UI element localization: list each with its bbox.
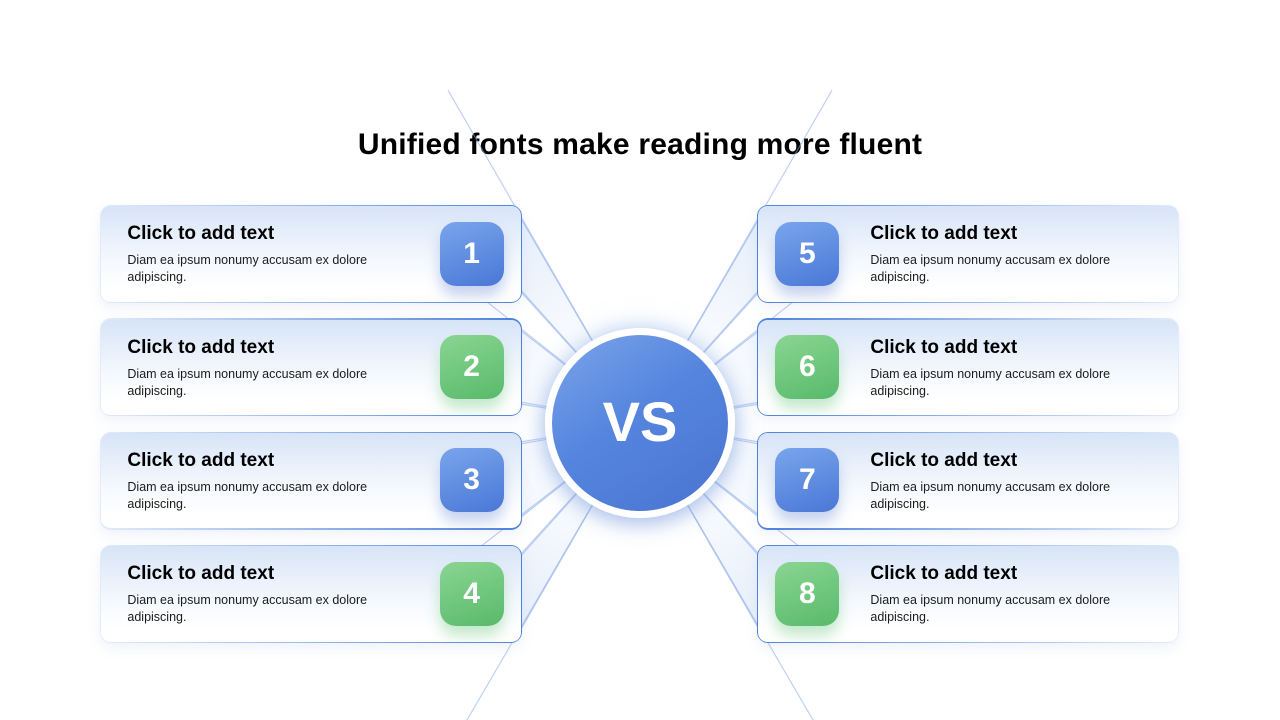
card-heading-placeholder[interactable]: Click to add text xyxy=(870,223,1018,245)
card-body-placeholder[interactable]: Diam ea ipsum nonumy accusam ex dolore a… xyxy=(127,479,368,511)
card-heading-placeholder[interactable]: Click to add text xyxy=(127,223,275,245)
card-5[interactable]: Click to add text Diam ea ipsum nonumy a… xyxy=(757,205,1179,303)
card-body-placeholder[interactable]: Diam ea ipsum nonumy accusam ex dolore a… xyxy=(127,593,368,625)
card-8[interactable]: Click to add text Diam ea ipsum nonumy a… xyxy=(757,544,1179,643)
number-badge: 7 xyxy=(775,448,840,513)
card-body-placeholder[interactable]: Diam ea ipsum nonumy accusam ex dolore a… xyxy=(870,479,1111,511)
slide-title: Unified fonts make reading more fluent xyxy=(357,128,923,161)
card-body-placeholder[interactable]: Diam ea ipsum nonumy accusam ex dolore a… xyxy=(127,366,368,398)
card-3-surface: Click to add text Diam ea ipsum nonumy a… xyxy=(101,432,521,529)
card-body-placeholder[interactable]: Diam ea ipsum nonumy accusam ex dolore a… xyxy=(870,253,1111,285)
badge-number: 5 xyxy=(799,236,816,270)
number-badge: 3 xyxy=(439,448,504,513)
card-6[interactable]: Click to add text Diam ea ipsum nonumy a… xyxy=(757,318,1179,417)
number-badge: 6 xyxy=(775,335,840,400)
card-heading-placeholder[interactable]: Click to add text xyxy=(870,563,1018,585)
badge-number: 1 xyxy=(463,236,480,270)
number-badge: 8 xyxy=(775,561,840,626)
card-heading-placeholder[interactable]: Click to add text xyxy=(127,449,275,471)
number-badge: 5 xyxy=(775,221,840,286)
badge-number: 6 xyxy=(799,350,816,384)
badge-number: 4 xyxy=(463,576,480,610)
card-6-surface: Click to add text Diam ea ipsum nonumy a… xyxy=(758,319,1178,415)
card-5-surface: Click to add text Diam ea ipsum nonumy a… xyxy=(758,206,1178,302)
card-body-placeholder[interactable]: Diam ea ipsum nonumy accusam ex dolore a… xyxy=(870,366,1111,398)
vs-circle: VS xyxy=(545,328,735,518)
left-card-column: Click to add text Diam ea ipsum nonumy a… xyxy=(100,205,522,643)
card-3[interactable]: Click to add text Diam ea ipsum nonumy a… xyxy=(100,431,522,530)
card-4-surface: Click to add text Diam ea ipsum nonumy a… xyxy=(101,546,521,642)
card-2-surface: Click to add text Diam ea ipsum nonumy a… xyxy=(101,319,521,415)
vs-label: VS xyxy=(602,389,678,453)
card-heading-placeholder[interactable]: Click to add text xyxy=(870,336,1018,358)
number-badge: 1 xyxy=(439,221,504,286)
badge-number: 8 xyxy=(799,576,816,610)
card-heading-placeholder[interactable]: Click to add text xyxy=(870,449,1018,471)
card-body-placeholder[interactable]: Diam ea ipsum nonumy accusam ex dolore a… xyxy=(127,253,368,285)
card-4[interactable]: Click to add text Diam ea ipsum nonumy a… xyxy=(100,544,522,643)
card-2[interactable]: Click to add text Diam ea ipsum nonumy a… xyxy=(100,318,522,417)
badge-number: 7 xyxy=(799,463,816,497)
card-body-placeholder[interactable]: Diam ea ipsum nonumy accusam ex dolore a… xyxy=(870,593,1111,625)
card-1-surface: Click to add text Diam ea ipsum nonumy a… xyxy=(101,206,521,302)
right-card-column: Click to add text Diam ea ipsum nonumy a… xyxy=(757,205,1179,643)
card-heading-placeholder[interactable]: Click to add text xyxy=(127,563,275,585)
card-8-surface: Click to add text Diam ea ipsum nonumy a… xyxy=(758,546,1178,642)
card-7-surface: Click to add text Diam ea ipsum nonumy a… xyxy=(758,432,1178,529)
badge-number: 3 xyxy=(463,463,480,497)
number-badge: 2 xyxy=(439,335,504,400)
card-heading-placeholder[interactable]: Click to add text xyxy=(127,336,275,358)
card-7[interactable]: Click to add text Diam ea ipsum nonumy a… xyxy=(757,431,1179,530)
card-1[interactable]: Click to add text Diam ea ipsum nonumy a… xyxy=(100,205,522,303)
number-badge: 4 xyxy=(439,561,504,626)
badge-number: 2 xyxy=(463,350,480,384)
